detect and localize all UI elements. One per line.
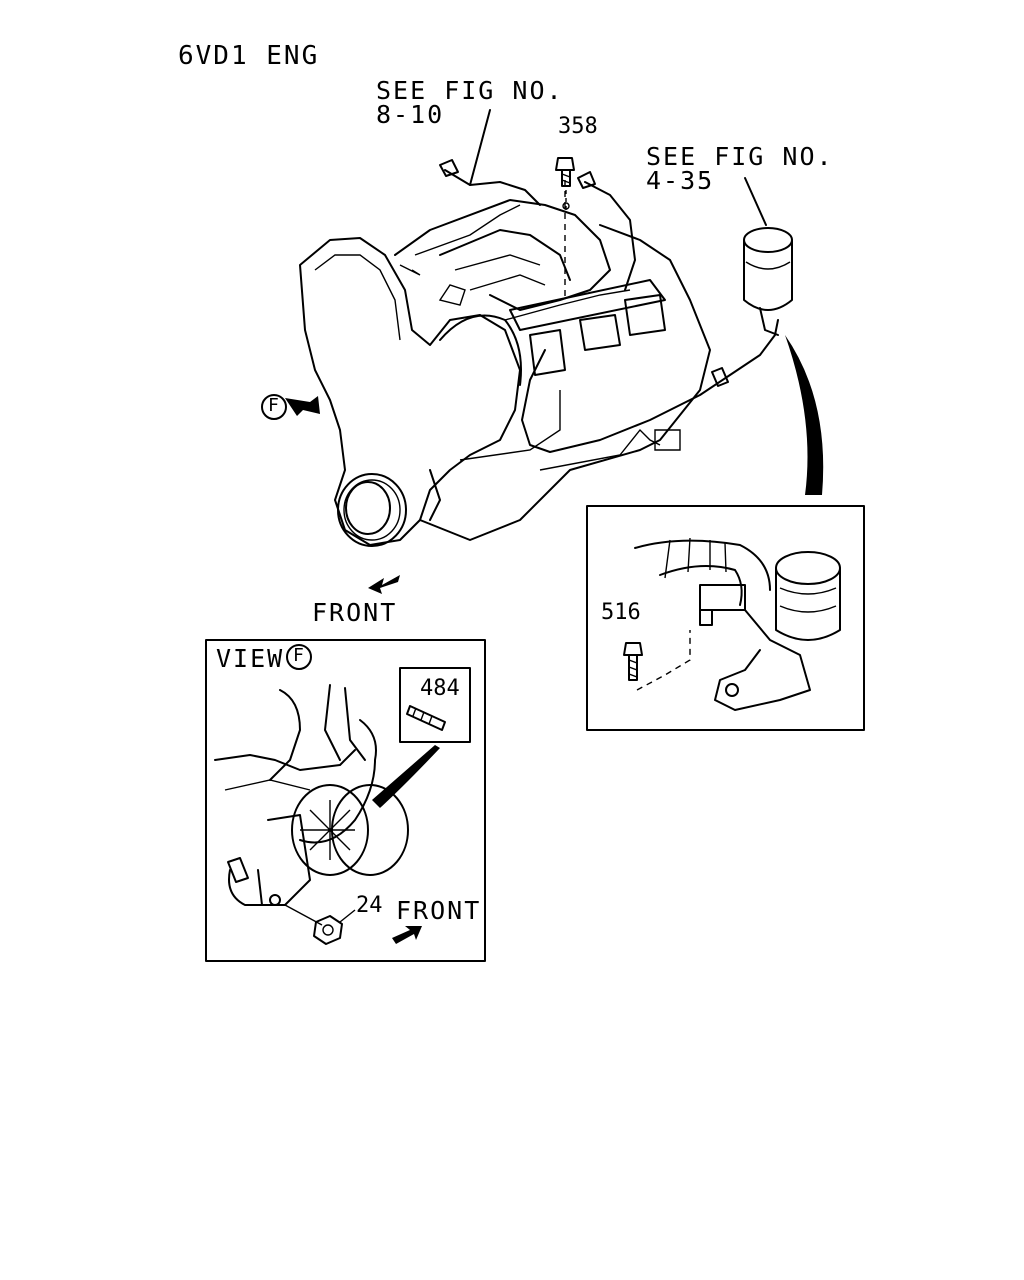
part-number-358: 358 <box>558 114 598 139</box>
detail-box-sensor <box>586 505 865 731</box>
engine-label: 6VD1 ENG <box>178 41 320 71</box>
part-number-516: 516 <box>601 600 641 625</box>
view-f-box <box>205 639 486 962</box>
view-marker-circle-inset <box>286 644 312 670</box>
fig-reference-top: SEE FIG NO. <box>376 76 564 105</box>
front-direction-label: FRONT <box>312 598 398 627</box>
view-f-label: VIEW <box>216 644 285 673</box>
part-number-24: 24 <box>356 893 383 918</box>
view-f-marker: F <box>293 645 304 666</box>
view-marker-main: F <box>268 395 279 416</box>
fig-reference-right-number: 4-35 <box>646 166 715 195</box>
front-direction-label-view: FRONT <box>396 896 482 925</box>
part-number-484: 484 <box>420 676 460 701</box>
view-marker-circle-main <box>261 394 287 420</box>
fig-reference-right: SEE FIG NO. <box>646 142 834 171</box>
engine-block <box>285 109 824 594</box>
fig-reference-top-number: 8-10 <box>376 100 445 129</box>
